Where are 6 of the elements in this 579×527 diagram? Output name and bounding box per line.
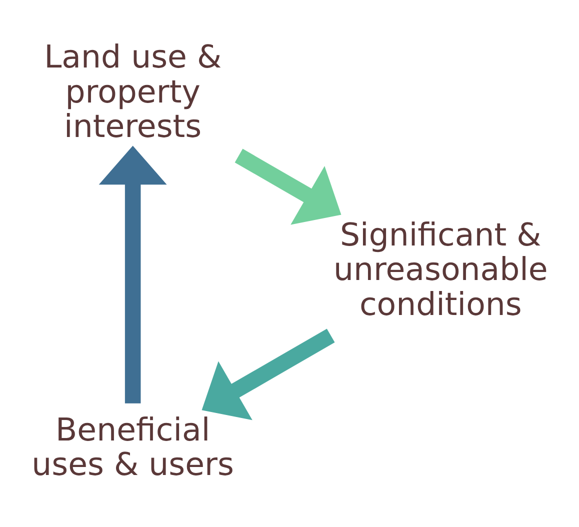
node-text: Significant & unreasonable conditions xyxy=(333,217,548,323)
node-text: Beneficial uses & users xyxy=(32,412,234,484)
node-text: Land use & property interests xyxy=(44,40,222,146)
arrow xyxy=(234,148,342,225)
arrow xyxy=(98,146,167,404)
arrow xyxy=(202,328,335,420)
